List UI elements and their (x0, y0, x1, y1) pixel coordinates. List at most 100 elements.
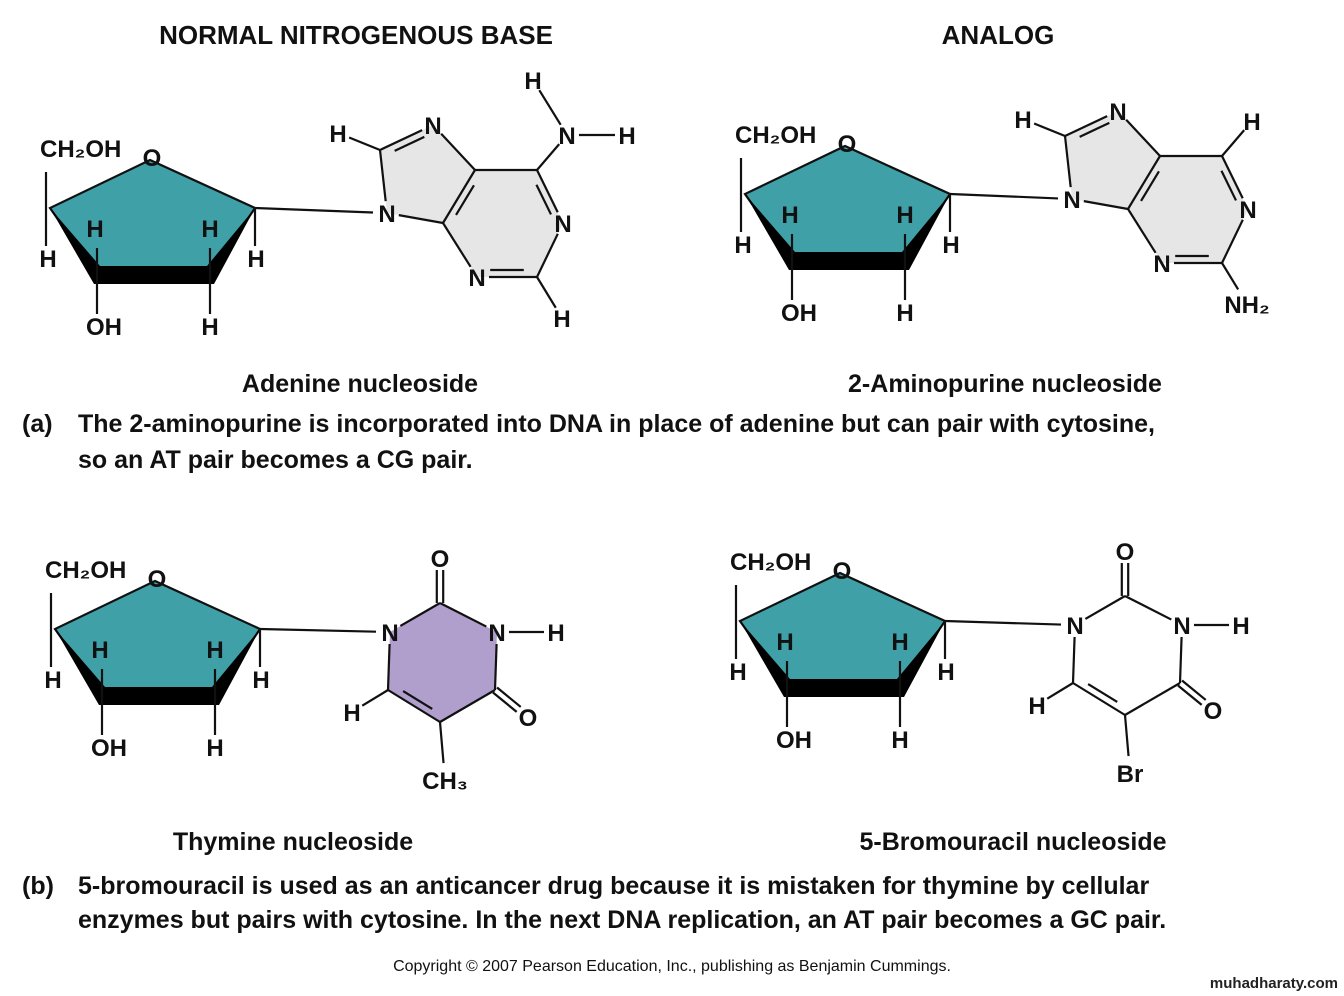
ring-oxygen-label: O (148, 566, 167, 593)
caption-bromouracil-nucleoside: 5-Bromouracil nucleoside (859, 828, 1166, 856)
base-atom-hb: H (618, 123, 635, 150)
base-atom-o4: O (1204, 698, 1223, 725)
ch2oh-label: CH₂OH (45, 557, 126, 584)
pyrimidine-ring-fill (443, 170, 563, 277)
base-atom-sub6: H (1243, 109, 1260, 136)
bond (439, 602, 487, 628)
base-atom-o2: O (1116, 539, 1135, 566)
double-bond-inner (535, 184, 552, 215)
base-atom-h8: H (1014, 107, 1031, 134)
header-analog: ANALOG (942, 20, 1055, 50)
caption-thymine-nucleoside: Thymine nucleoside (173, 828, 413, 856)
oh-label: OH (776, 727, 812, 754)
bond (536, 233, 559, 278)
ring-oxygen-label: O (838, 131, 857, 158)
h-label: H (942, 232, 959, 259)
bond (387, 689, 441, 723)
h-label: H (781, 202, 798, 229)
bond (1125, 119, 1161, 157)
panel-a-line-2: so an AT pair becomes a CG pair. (78, 446, 473, 474)
h-label: H (891, 629, 908, 656)
ch2oh-label: CH₂OH (735, 122, 816, 149)
base-atom-o4: O (519, 705, 538, 732)
double-bond-inner (402, 690, 433, 710)
bond (1221, 219, 1244, 264)
h-label: H (734, 232, 751, 259)
base-atom-sub2: NH₂ (1224, 292, 1269, 319)
base-atom-sub6: N (558, 123, 575, 150)
watermark: muhadharaty.com (1210, 975, 1338, 992)
bond (398, 214, 444, 225)
bond (438, 721, 445, 764)
h-label: H (896, 202, 913, 229)
panel-b-line-2: enzymes but pairs with cytosine. In the … (78, 906, 1166, 934)
glycosidic-bond (254, 206, 374, 214)
base-atom-sub5: Br (1117, 761, 1144, 788)
bond (1084, 595, 1126, 620)
caption-adenine-nucleoside: Adenine nucleoside (242, 370, 478, 398)
bond (1178, 636, 1183, 684)
bond (1064, 115, 1108, 137)
bond (536, 143, 561, 171)
h-label: H (247, 246, 264, 273)
bond (1221, 262, 1240, 291)
base-atom-h6: H (343, 700, 360, 727)
bond (1063, 135, 1072, 188)
base-atom-n7: N (1109, 99, 1126, 126)
h-label: H (206, 735, 223, 762)
h-label: H (201, 314, 218, 341)
base-atom-h3: H (547, 620, 564, 647)
bond (1033, 122, 1066, 138)
glycosidic-bond (259, 627, 377, 633)
sugar-bold-edge (740, 621, 945, 697)
base-atom-h6: H (1028, 693, 1045, 720)
carbonyl-bond (1177, 684, 1203, 706)
double-bond-inner (394, 135, 425, 152)
bond (442, 222, 472, 268)
base-atom-n1: N (1066, 613, 1083, 640)
h-label: H (252, 667, 269, 694)
double-bond-inner (1220, 170, 1237, 201)
ring-oxygen-label: O (143, 145, 162, 172)
caption-aminopurine-nucleoside: 2-Aminopurine nucleoside (848, 370, 1162, 398)
h-label: H (776, 629, 793, 656)
base-atom-h8: H (329, 121, 346, 148)
base-atom-sub5: CH₃ (422, 768, 468, 795)
base-atom-h3: H (1232, 613, 1249, 640)
base-atom-ha: H (524, 68, 541, 95)
base-atom-n7: N (424, 113, 441, 140)
carbonyl-bond (1181, 679, 1207, 701)
bond (1071, 636, 1076, 684)
carbonyl-bond (492, 691, 518, 713)
bond (439, 689, 496, 723)
double-bond-inner (455, 184, 475, 216)
glycosidic-bond (949, 192, 1059, 200)
copyright-notice: Copyright © 2007 Pearson Education, Inc.… (393, 958, 951, 975)
bond (1124, 682, 1181, 716)
bond (379, 129, 423, 151)
h-label: H (896, 300, 913, 327)
bond (1127, 208, 1157, 254)
pyrimidine-ring-fill (1128, 156, 1248, 263)
h-label: H (206, 637, 223, 664)
bond (538, 89, 562, 126)
bond (361, 689, 389, 707)
bond (442, 169, 476, 224)
bond (536, 276, 557, 309)
base-atom-n3: N (1153, 251, 1170, 278)
base-atom-n3: N (488, 620, 505, 647)
h-label: H (86, 216, 103, 243)
sugar-bold-edge (50, 208, 255, 284)
imidazole-ring-fill (1065, 111, 1160, 209)
imidazole-ring-fill (380, 125, 475, 223)
base-atom-n1: N (1239, 197, 1256, 224)
bond (378, 149, 387, 202)
base-atom-o2: O (431, 546, 450, 573)
double-bond-inner (1140, 170, 1160, 202)
ch2oh-label: CH₂OH (730, 549, 811, 576)
